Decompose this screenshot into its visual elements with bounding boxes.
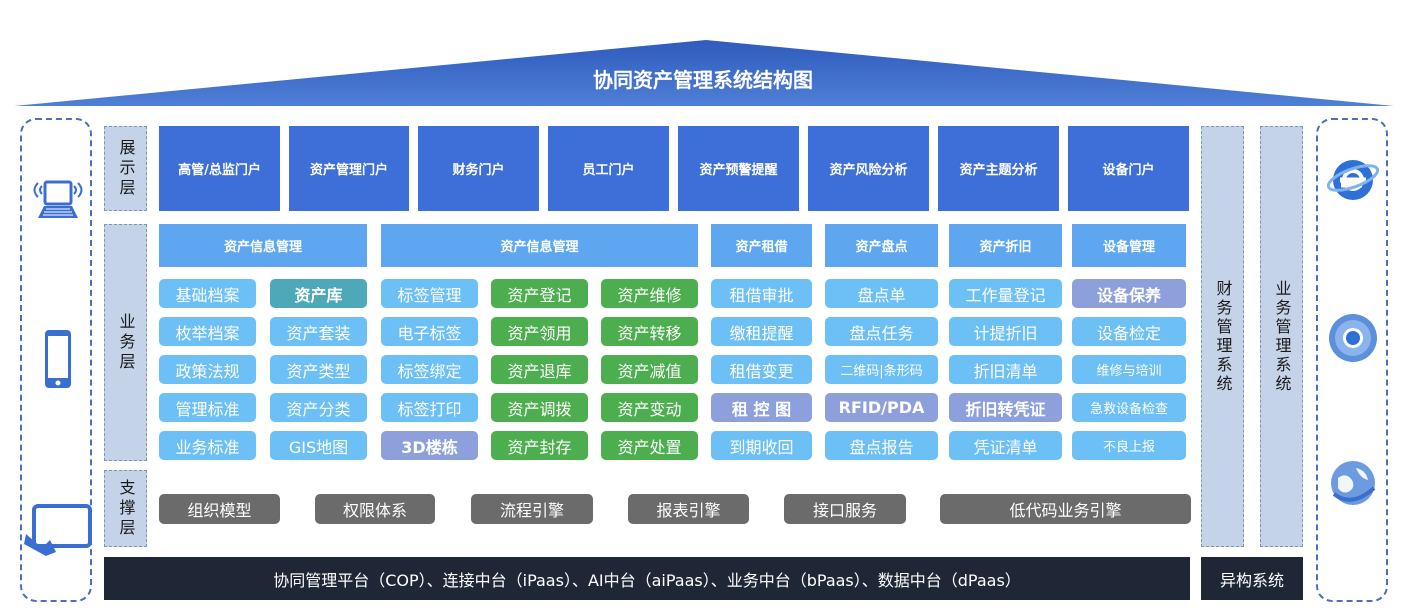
cell-rent-reminder[interactable]: 缴租提醒 [711, 317, 812, 346]
layer-label-business: 业务层 [104, 224, 147, 461]
support-permission-system[interactable]: 权限体系 [315, 494, 435, 524]
cell-asset-sealing[interactable]: 资产封存 [491, 431, 588, 460]
ie-browser-icon [1326, 152, 1380, 206]
laptop-icon [32, 178, 84, 224]
portal-equipment[interactable]: 设备门户 [1068, 126, 1189, 211]
cell-asset-repair[interactable]: 资产维修 [601, 279, 698, 308]
cell-tag-management[interactable]: 标签管理 [381, 279, 478, 308]
cell-qr-barcode[interactable]: 二维码|条形码 [825, 355, 938, 384]
cell-repair-training[interactable]: 维修与培训 [1072, 355, 1186, 384]
cell-inventory-sheet[interactable]: 盘点单 [825, 279, 938, 308]
cell-inventory-report[interactable]: 盘点报告 [825, 431, 938, 460]
chrome-browser-icon [1326, 311, 1380, 365]
support-interface-service[interactable]: 接口服务 [784, 494, 906, 524]
support-workflow-engine[interactable]: 流程引擎 [471, 494, 593, 524]
tablet-touch-icon [22, 500, 94, 558]
cell-policy-regulation[interactable]: 政策法规 [159, 355, 256, 384]
cell-rfid-pda[interactable]: RFID/PDA [825, 393, 938, 422]
finance-management-system[interactable]: 财务管理系统 [1201, 126, 1244, 547]
cell-asset-registration[interactable]: 资产登记 [491, 279, 588, 308]
cell-asset-impairment[interactable]: 资产减值 [601, 355, 698, 384]
module-header-asset-info-2: 资产信息管理 [381, 224, 698, 267]
cell-lease-control-map[interactable]: 租 控 图 [711, 393, 812, 422]
portal-asset-risk[interactable]: 资产风险分析 [808, 126, 929, 211]
portal-asset-warning[interactable]: 资产预警提醒 [678, 126, 799, 211]
cell-asset-type[interactable]: 资产类型 [270, 355, 367, 384]
portal-executive[interactable]: 高管/总监门户 [159, 126, 280, 211]
layer-label-support: 支撑层 [104, 470, 147, 547]
cell-asset-library[interactable]: 资产库 [270, 279, 367, 308]
diagram-title: 协同资产管理系统结构图 [593, 67, 813, 92]
cell-emergency-equipment-check[interactable]: 急救设备检查 [1072, 393, 1186, 422]
portal-asset-topic[interactable]: 资产主题分析 [938, 126, 1059, 211]
cell-lease-approval[interactable]: 租借审批 [711, 279, 812, 308]
cell-tag-binding[interactable]: 标签绑定 [381, 355, 478, 384]
cell-depreciation-list[interactable]: 折旧清单 [949, 355, 1062, 384]
support-lowcode-engine[interactable]: 低代码业务引擎 [940, 494, 1191, 524]
support-org-model[interactable]: 组织模型 [159, 494, 280, 524]
cell-voucher-list[interactable]: 凭证清单 [949, 431, 1062, 460]
roof-banner [14, 40, 1394, 106]
module-header-asset-depreciation: 资产折旧 [949, 224, 1062, 267]
layer-label-display: 展示层 [104, 126, 147, 211]
cell-asset-transfer[interactable]: 资产转移 [601, 317, 698, 346]
cell-tag-printing[interactable]: 标签打印 [381, 393, 478, 422]
business-management-system[interactable]: 业务管理系统 [1260, 126, 1303, 547]
cell-depreciation-voucher[interactable]: 折旧转凭证 [949, 393, 1062, 422]
phone-icon [40, 328, 76, 390]
cell-inventory-task[interactable]: 盘点任务 [825, 317, 938, 346]
cell-enum-archive[interactable]: 枚举档案 [159, 317, 256, 346]
module-header-asset-info-1: 资产信息管理 [159, 224, 367, 267]
cell-asset-requisition[interactable]: 资产领用 [491, 317, 588, 346]
cell-asset-kit[interactable]: 资产套装 [270, 317, 367, 346]
cell-asset-return[interactable]: 资产退库 [491, 355, 588, 384]
portal-asset-management[interactable]: 资产管理门户 [289, 126, 409, 211]
cell-asset-change[interactable]: 资产变动 [601, 393, 698, 422]
module-header-equipment: 设备管理 [1072, 224, 1186, 267]
globe-browser-icon [1326, 456, 1380, 510]
portal-finance[interactable]: 财务门户 [418, 126, 539, 211]
cell-adverse-event-report[interactable]: 不良上报 [1072, 431, 1186, 460]
cell-workload-registration[interactable]: 工作量登记 [949, 279, 1062, 308]
module-header-asset-lease: 资产租借 [711, 224, 812, 267]
cell-accrue-depreciation[interactable]: 计提折旧 [949, 317, 1062, 346]
cell-business-standard[interactable]: 业务标准 [159, 431, 256, 460]
cell-3d-building[interactable]: 3D楼栋 [381, 431, 478, 460]
cell-lease-change[interactable]: 租借变更 [711, 355, 812, 384]
cell-electronic-tag[interactable]: 电子标签 [381, 317, 478, 346]
cell-asset-disposal[interactable]: 资产处置 [601, 431, 698, 460]
cell-asset-allocation[interactable]: 资产调拨 [491, 393, 588, 422]
cell-management-standard[interactable]: 管理标准 [159, 393, 256, 422]
module-header-asset-inventory: 资产盘点 [825, 224, 938, 267]
cell-equipment-verification[interactable]: 设备检定 [1072, 317, 1186, 346]
cell-expiry-recovery[interactable]: 到期收回 [711, 431, 812, 460]
cell-equipment-maintenance[interactable]: 设备保养 [1072, 279, 1186, 308]
cell-gis-map[interactable]: GIS地图 [270, 431, 367, 460]
portal-employee[interactable]: 员工门户 [548, 126, 669, 211]
platform-bar: 协同管理平台（COP）、连接中台（iPaas）、AI中台（aiPaas）、业务中… [104, 557, 1190, 600]
heterogeneous-system[interactable]: 异构系统 [1201, 557, 1303, 600]
cell-basic-archive[interactable]: 基础档案 [159, 279, 256, 308]
cell-asset-category[interactable]: 资产分类 [270, 393, 367, 422]
support-report-engine[interactable]: 报表引擎 [628, 494, 749, 524]
